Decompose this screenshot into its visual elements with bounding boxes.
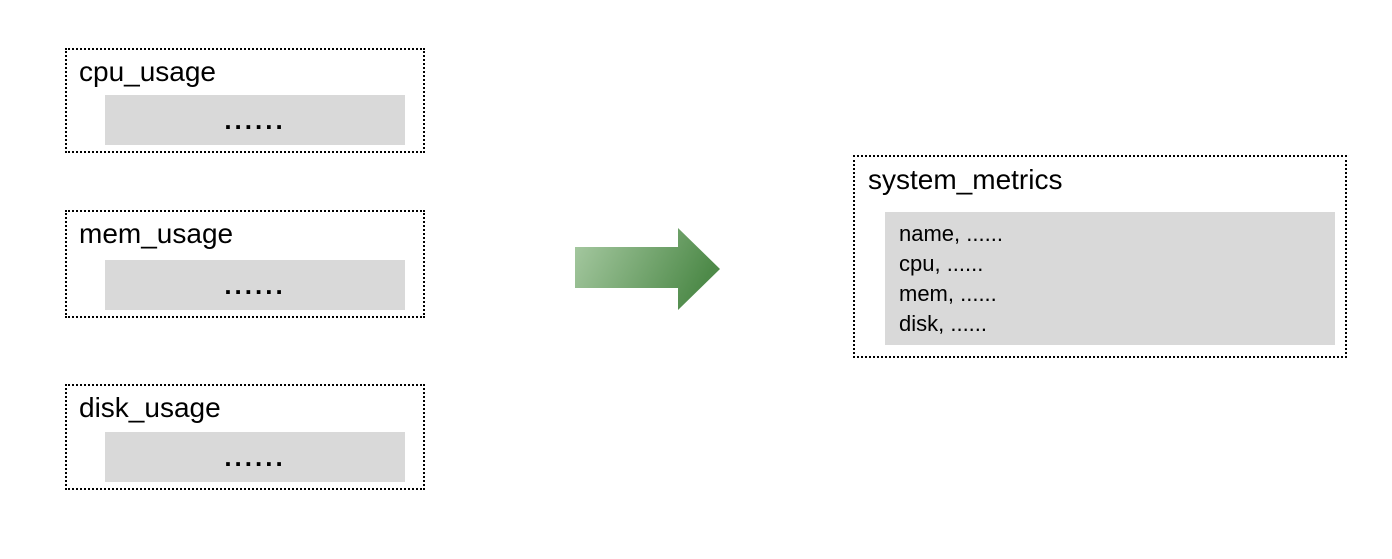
merge-arrow-icon — [575, 228, 720, 310]
table-name-label: mem_usage — [79, 218, 234, 249]
source-table-mem-usage: mem_usage ...... — [65, 210, 425, 318]
table-row: name, ...... — [899, 221, 1003, 246]
table-rows-placeholder: ...... — [105, 432, 405, 482]
target-table-system-metrics: system_metrics name, ...... cpu, ...... … — [853, 155, 1347, 358]
table-rows-panel: name, ...... cpu, ...... mem, ...... dis… — [885, 212, 1335, 345]
table-row: cpu, ...... — [899, 251, 984, 276]
source-table-disk-usage: disk_usage ...... — [65, 384, 425, 490]
right-arrow-icon — [575, 228, 720, 310]
table-name-label: cpu_usage — [79, 56, 217, 87]
table-row: disk, ...... — [899, 311, 988, 336]
source-table-cpu-usage: cpu_usage ...... — [65, 48, 425, 153]
table-name-label: disk_usage — [79, 392, 221, 423]
table-rows-placeholder: ...... — [105, 260, 405, 310]
table-name-label: system_metrics — [868, 164, 1063, 195]
table-row: mem, ...... — [899, 281, 997, 306]
table-rows-placeholder: ...... — [105, 95, 405, 145]
